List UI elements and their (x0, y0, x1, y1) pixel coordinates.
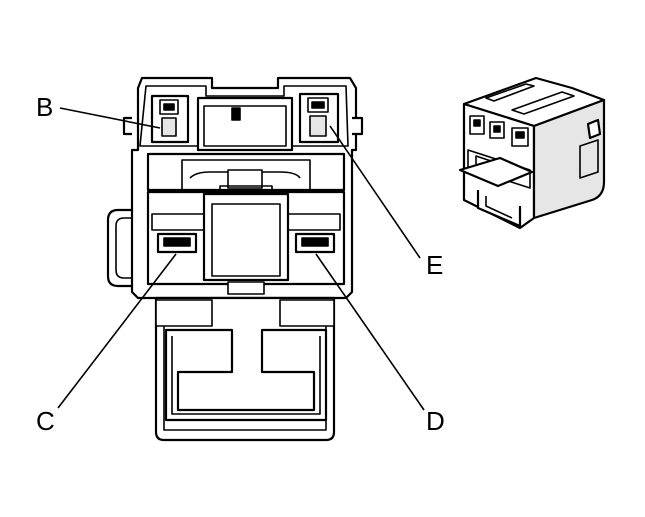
leader-line-b (59, 107, 161, 129)
terminal-cavity-c (156, 232, 198, 254)
callout-label-d: D (426, 406, 445, 436)
leader-line-d (315, 253, 425, 411)
connector-front-view (106, 76, 364, 442)
iso-side-face (532, 98, 606, 220)
lock-handle (154, 296, 336, 442)
callout-label-b: B (36, 92, 53, 122)
callout-leaders (57, 107, 425, 411)
leader-line-c (57, 253, 177, 409)
terminal-cavity-d (294, 232, 336, 254)
terminal-cavity-e (298, 92, 340, 144)
callout-label-c: C (36, 406, 55, 436)
center-terminal-block (202, 185, 290, 282)
right-ear-tab (352, 116, 364, 136)
callout-label-e: E (426, 250, 443, 280)
leader-line-e (329, 125, 421, 259)
connector-isometric-view (458, 76, 606, 230)
terminal-cavity-b (150, 94, 190, 144)
